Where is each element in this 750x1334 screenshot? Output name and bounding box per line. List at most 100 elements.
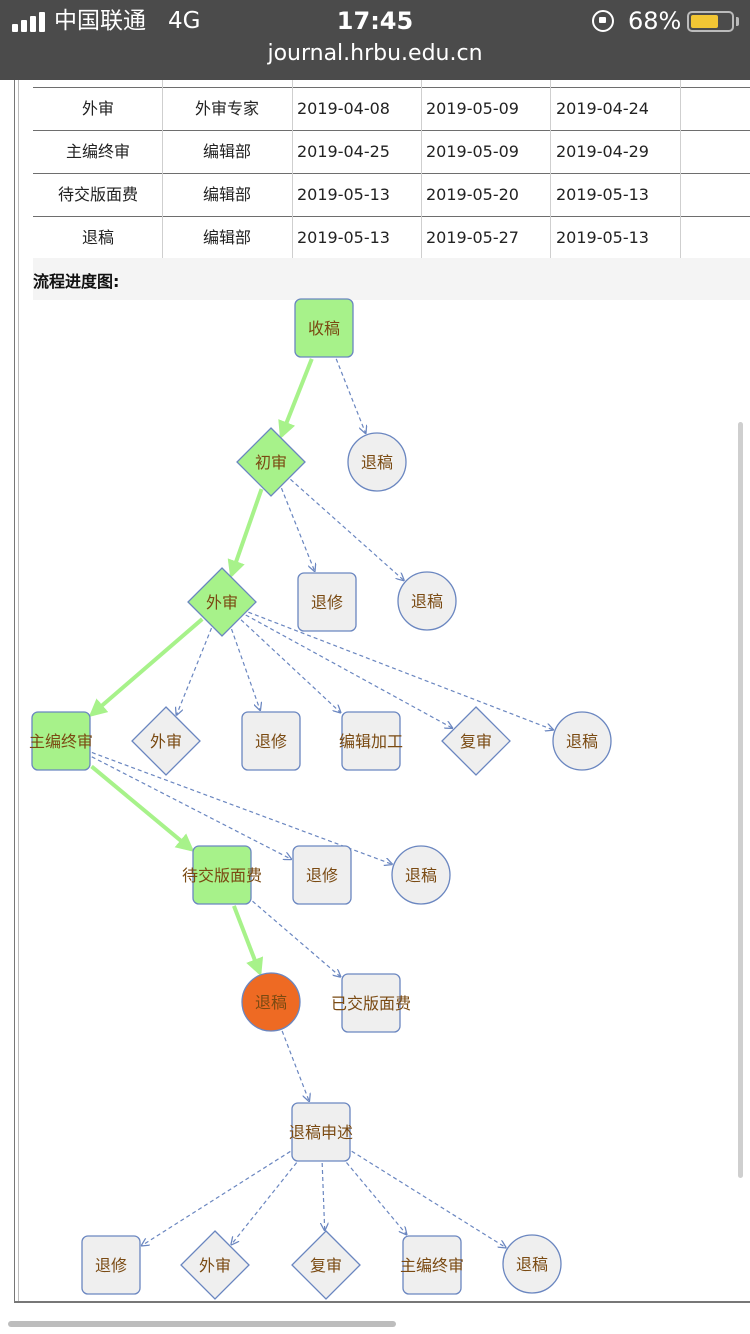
flow-edge: [322, 1162, 325, 1230]
flow-edge: [230, 628, 261, 710]
network-type: 4G: [168, 8, 201, 34]
flow-node: 编辑加工: [339, 711, 403, 771]
flow-node-shape: [241, 711, 301, 771]
carrier-name: 中国联通: [54, 8, 146, 34]
flow-node-label: 已交版面费: [331, 994, 411, 1013]
page-border-left: [14, 80, 15, 1302]
table-cell: 2019-05-13: [297, 185, 390, 204]
flow-edge: [351, 1150, 506, 1247]
battery-icon: [687, 11, 734, 32]
table-row: 外审 外审专家 2019-04-08 2019-05-09 2019-04-24: [33, 88, 750, 131]
flow-node: 待交版面费: [182, 845, 262, 905]
flow-edge: [248, 611, 553, 730]
flow-node: 主编终审: [29, 711, 93, 771]
table-cell: 2019-05-09: [426, 99, 519, 118]
page-border-bottom: [14, 1301, 750, 1303]
flow-node-shape: [402, 1235, 462, 1295]
table-cell: 编辑部: [202, 185, 251, 204]
progress-section-header: 流程进度图:: [33, 258, 750, 300]
table-cell: 外审: [81, 99, 114, 118]
flow-node-shape: [297, 572, 357, 632]
flow-node-label: 初审: [255, 453, 287, 472]
table-cell: 2019-05-13: [556, 185, 649, 204]
flow-node-label: 外审: [199, 1256, 231, 1275]
flow-node-shape: [180, 1230, 250, 1300]
flow-edge: [280, 487, 314, 571]
table-cell: 2019-05-27: [426, 228, 519, 247]
flow-node: 外审: [131, 706, 201, 776]
flow-node-shape: [81, 1235, 141, 1295]
flow-node: 复审: [291, 1230, 361, 1300]
flow-path-edge: [88, 617, 204, 718]
flow-node-label: 退稿申述: [289, 1123, 353, 1142]
flow-node-label: 复审: [460, 732, 492, 751]
flow-node-label: 主编终审: [400, 1256, 464, 1275]
flow-node-shape: [341, 973, 401, 1033]
table-cell: 2019-05-13: [556, 228, 649, 247]
flow-node-label: 退修: [311, 593, 343, 612]
flow-edge: [335, 358, 365, 433]
flow-node-shape: [236, 427, 306, 497]
horizontal-scrollbar[interactable]: [8, 1321, 396, 1327]
rotation-lock-icon: [592, 10, 614, 32]
flow-node: 外审: [180, 1230, 250, 1300]
flow-edge: [142, 1150, 291, 1245]
flow-node-label: 退修: [306, 866, 338, 885]
flow-node-shape: [341, 711, 401, 771]
flow-node: 退修: [297, 572, 357, 632]
table-col-divider: [292, 80, 293, 258]
flow-node-shape: [397, 571, 457, 631]
flow-path-edge: [90, 764, 195, 852]
flow-node: 复审: [441, 706, 511, 776]
flow-node-shape: [131, 706, 201, 776]
flow-node: 退稿: [397, 571, 457, 631]
flow-edge: [231, 1162, 298, 1245]
flow-node-label: 退稿: [361, 453, 393, 472]
flow-node-shape: [502, 1234, 562, 1294]
table-cell: 2019-04-25: [297, 142, 390, 161]
flow-node-label: 收稿: [308, 319, 340, 338]
flow-node: 初审: [236, 427, 306, 497]
flow-node: 退稿: [502, 1234, 562, 1294]
clock: 17:45: [336, 7, 414, 35]
table-previous-row-edge: [33, 80, 750, 88]
flow-edges: [88, 358, 554, 1248]
flow-node-shape: [294, 298, 354, 358]
flow-edge: [245, 614, 453, 728]
table-cell: 2019-05-09: [426, 142, 519, 161]
table-col-divider: [421, 80, 422, 258]
flow-node-label: 退稿: [405, 866, 437, 885]
table-cell: 外审专家: [194, 99, 259, 118]
flow-edge: [290, 478, 403, 580]
progress-section-title: 流程进度图:: [33, 272, 120, 291]
flow-node-label: 退稿: [255, 993, 287, 1012]
flow-node-shape: [391, 845, 451, 905]
signal-icon: [12, 12, 48, 32]
flow-node-label: 退稿: [566, 732, 598, 751]
flow-edge: [346, 1162, 406, 1235]
flow-node-label: 外审: [206, 593, 238, 612]
table-cell: 2019-05-20: [426, 185, 519, 204]
flow-path-edge: [227, 488, 264, 579]
table-cell: 2019-04-24: [556, 99, 649, 118]
vertical-scrollbar[interactable]: [738, 422, 743, 1178]
flow-node-label: 编辑加工: [339, 732, 403, 751]
flow-nodes: 收稿初审退稿外审退修退稿主编终审外审退修编辑加工复审退稿待交版面费退修退稿退稿已…: [29, 298, 612, 1300]
flow-node: 退修: [292, 845, 352, 905]
carrier-network: 中国联通 4G: [54, 6, 200, 36]
table-cell: 2019-04-29: [556, 142, 649, 161]
table-cell: 2019-04-08: [297, 99, 390, 118]
flow-edge: [177, 627, 213, 715]
table-col-divider: [550, 80, 551, 258]
flow-node-shape: [291, 1230, 361, 1300]
page-border-inner: [18, 80, 19, 1302]
flow-node: 退稿: [241, 972, 301, 1032]
flow-node-label: 退修: [255, 732, 287, 751]
battery-tip: [736, 17, 739, 26]
flow-node: 退稿: [552, 711, 612, 771]
address-bar-url[interactable]: journal.hrbu.edu.cn: [267, 41, 483, 66]
